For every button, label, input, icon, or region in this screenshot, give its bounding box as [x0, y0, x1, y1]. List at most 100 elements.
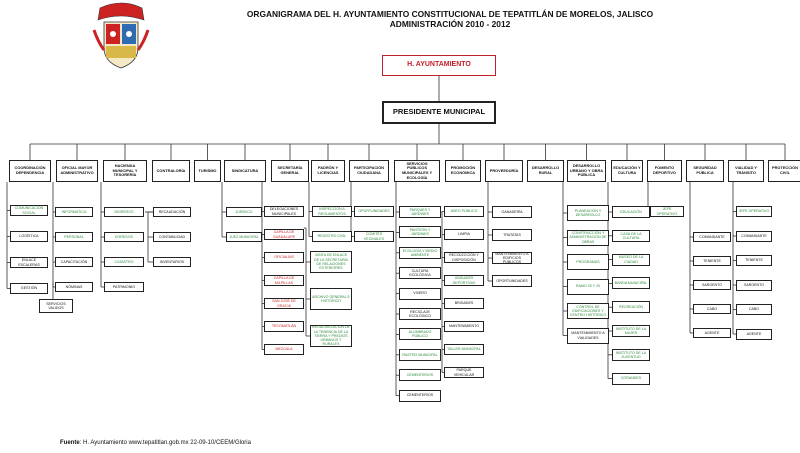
urbano-sub-box: MANTENIMIENTO A VIALIDADES [567, 327, 609, 344]
secretaria-sub-box: ARCHIVO GENERAL E HISTÓRICO [310, 288, 352, 310]
promocion-sub-box: TRATATAS [492, 229, 532, 241]
servicios-sub-box: PARQUE VEHICULAR [444, 367, 484, 378]
coordinacion-sub-box: GESTIÓN [10, 283, 48, 294]
coordinacion-sub-box: ENLACE ESCALERAS [10, 257, 48, 268]
fomento-sub-box: JEFE OPERATIVO [650, 206, 684, 217]
secretaria-sub-box: REGULARIZACIÓN DE LA TENENCIA DE LA TIER… [310, 325, 352, 347]
coordinacion-sub-box: COMUNICACIÓN SOCIAL [10, 205, 48, 216]
educacion-sub-box: INSTITUTO DE LA MUJER [612, 325, 650, 337]
department-box: TURISMO [194, 160, 221, 182]
title-line-1: ORGANIGRAMA DEL H. AYUNTAMIENTO CONSTITU… [246, 9, 654, 19]
department-box: DESARROLLO RURAL [527, 160, 564, 182]
title-line-2: ADMINISTRACIÓN 2010 - 2012 [389, 19, 511, 29]
department-box: COORDINACIÓN DEPENDENCIA [9, 160, 51, 182]
servicios-sub-box: CEMENTERIOS [399, 389, 441, 402]
department-box: DESARROLLO URBANO Y OBRA PÚBLICA [567, 160, 606, 182]
servicios-sub-box: PARQUES Y JARDINES [399, 206, 441, 218]
hacienda-sub-box: EGRESOS [104, 232, 144, 242]
department-box: OFICIAL MAYOR ADMINISTRATIVO [56, 160, 98, 182]
department-box: CONTRALORÍA [152, 160, 190, 182]
padron-sub-box: INSPECCIÓN A REGLAMENTOS [312, 206, 352, 217]
oficial-sub-box: SERVICIOS VALIDOS [39, 299, 73, 313]
department-box: SINDICATURA [224, 160, 266, 182]
servicios-sub-box: ASEO PÚBLICO [444, 206, 484, 217]
footer-label: Fuente [60, 440, 80, 446]
participacion-sub-box: COMITÉS VECINALES [354, 231, 394, 242]
hacienda-sub-box: PATRIMONIO [104, 282, 144, 292]
sindicatura-sub-box: JUEZ MUNICIPAL [226, 232, 262, 242]
oficial-sub-box: INFORMÁTICA [55, 207, 93, 217]
educacion-sub-box: BANDA MUNICIPAL [612, 277, 650, 290]
padron-sub-box: REGISTRO CIVIL [312, 231, 352, 242]
servicios-sub-box: RECICLAJE ECOLÓGICO [399, 308, 441, 320]
oficial-sub-box: NÓMINAS [55, 282, 93, 292]
vialidad-sub-box: JEFE OPERATIVO [736, 206, 772, 217]
urbano-sub-box: PROGRAMAS [567, 254, 609, 270]
vialidad-sub-box: TENIENTE [736, 255, 772, 266]
ayuntamiento-box: H. AYUNTAMIENTO [382, 55, 496, 76]
hacienda-sub-box: INGRESOS [104, 207, 144, 217]
department-box: FOMENTO DEPORTIVO [647, 160, 682, 182]
educacion-sub-box: INSTITUTO DE LA JUVENTUD [612, 348, 650, 361]
educacion-sub-box: CASA DE LA CULTURA [612, 229, 650, 242]
hacienda-sub-box: CATASTRO [104, 257, 144, 267]
secretaria-sub-box: CAPILLA DE GUADALUPE [264, 229, 304, 240]
chart-title: ORGANIGRAMA DEL H. AYUNTAMIENTO CONSTITU… [170, 9, 730, 29]
secretaria-sub-box: OFICIALÍAS [264, 252, 304, 263]
servicios-sub-box: RASTRO MUNICIPAL [399, 348, 441, 361]
presidente-box: PRESIDENTE MUNICIPAL [382, 101, 496, 124]
department-box: PADRÓN Y LICENCIAS [311, 160, 345, 182]
educacion-sub-box: CORANDES [612, 372, 650, 385]
servicios-sub-box: ALUMBRADO PÚBLICO [399, 328, 441, 341]
footer-text: : H. Ayuntamiento www.tepatitlan.gob.mx … [79, 440, 251, 446]
coat-of-arms-logo [92, 0, 150, 70]
department-box: PARTICIPACIÓN CIUDADANA [349, 160, 389, 182]
oficial-sub-box: PERSONAL [55, 232, 93, 242]
servicios-sub-box: LIMPIA [444, 229, 484, 240]
educacion-sub-box: EDUCACIÓN [612, 206, 650, 218]
vialidad-sub-box: COMANDANTE [736, 230, 772, 242]
seguridad-sub-box: TENIENTE [693, 256, 731, 266]
department-box: PROVEEDURÍA [485, 160, 523, 182]
coordinacion-sub-box: LOGÍSTICA [10, 231, 48, 242]
participacion-sub-box: OPORTUNIDADES [354, 206, 394, 217]
educacion-sub-box: MUSEO DE LA CIUDAD [612, 253, 650, 266]
promocion-sub-box: OPORTUNIDADES [492, 275, 532, 287]
seguridad-sub-box: CABO [693, 304, 731, 314]
servicios-sub-box: UNIDADES DEPORTIVAS [444, 275, 484, 286]
educacion-sub-box: RECREACIÓN [612, 301, 650, 314]
department-box: SECRETARÍA GENERAL [271, 160, 309, 182]
servicios-sub-box: CULTURA ECOLÓGICA [399, 267, 441, 280]
promocion-sub-box: GANADERÍA [492, 206, 532, 218]
secretaria-sub-box: DELEGACIONES MUNICIPALES [264, 206, 304, 217]
hacienda-sub-box: INVENTARIOS [153, 257, 191, 267]
secretaria-sub-box: MEZCALA [264, 344, 304, 355]
secretaria-sub-box: SAN JOSÉ DE GRACIA [264, 298, 304, 309]
seguridad-sub-box: COMANDANTE [693, 232, 731, 242]
promocion-sub-box: MANTENIMIENTO A EDIFICIOS PÚBLICOS [492, 252, 532, 264]
vialidad-sub-box: AGENTE [736, 328, 772, 340]
sindicatura-sub-box: JURÍDICO [226, 207, 262, 217]
servicios-sub-box: RECOLECCIÓN Y DISPOSICIÓN [444, 252, 484, 263]
secretaria-sub-box: TECOMATLÁN [264, 321, 304, 332]
department-box: EDUCACIÓN Y CULTURA [611, 160, 643, 182]
servicios-sub-box: VIVERO [399, 287, 441, 300]
urbano-sub-box: CONSTRUCCIÓN Y ADMINISTRACIÓN DE OBRAS [567, 229, 609, 246]
servicios-sub-box: PANTEÓN Y JARDINES [399, 226, 441, 239]
department-box: SEGURIDAD PÚBLICA [686, 160, 724, 182]
servicios-sub-box: TALLER MUNICIPAL [444, 344, 484, 355]
seguridad-sub-box: SARGENTO [693, 280, 731, 290]
hacienda-sub-box: CONTABILIDAD [153, 232, 191, 242]
urbano-sub-box: PLANEACIÓN Y DESARROLLO [567, 205, 609, 221]
department-box: HACIENDA MUNICIPAL Y TESORERÍA [103, 160, 147, 182]
secretaria-sub-box: CAPILLA DE MILPILLAS [264, 275, 304, 286]
servicios-sub-box: MANTENIMIENTO [444, 321, 484, 332]
department-box: PROTECCIÓN CIVIL [768, 160, 800, 182]
urbano-sub-box: CONTROL DE EDIFICACIONES Y CENTRO HISTÓR… [567, 303, 609, 319]
servicios-sub-box: ECOLOGÍA Y MEDIO AMBIENTE [399, 246, 441, 259]
oficial-sub-box: CAPACITACIÓN [55, 257, 93, 267]
department-box: SERVICIOS PÚBLICOS MUNICIPALES Y ECOLOGÍ… [394, 160, 440, 182]
footer-source: Fuente: H. Ayuntamiento www.tepatitlan.g… [60, 440, 251, 446]
department-box: VIALIDAD Y TRÁNSITO [728, 160, 764, 182]
vialidad-sub-box: SARGENTO [736, 279, 772, 291]
